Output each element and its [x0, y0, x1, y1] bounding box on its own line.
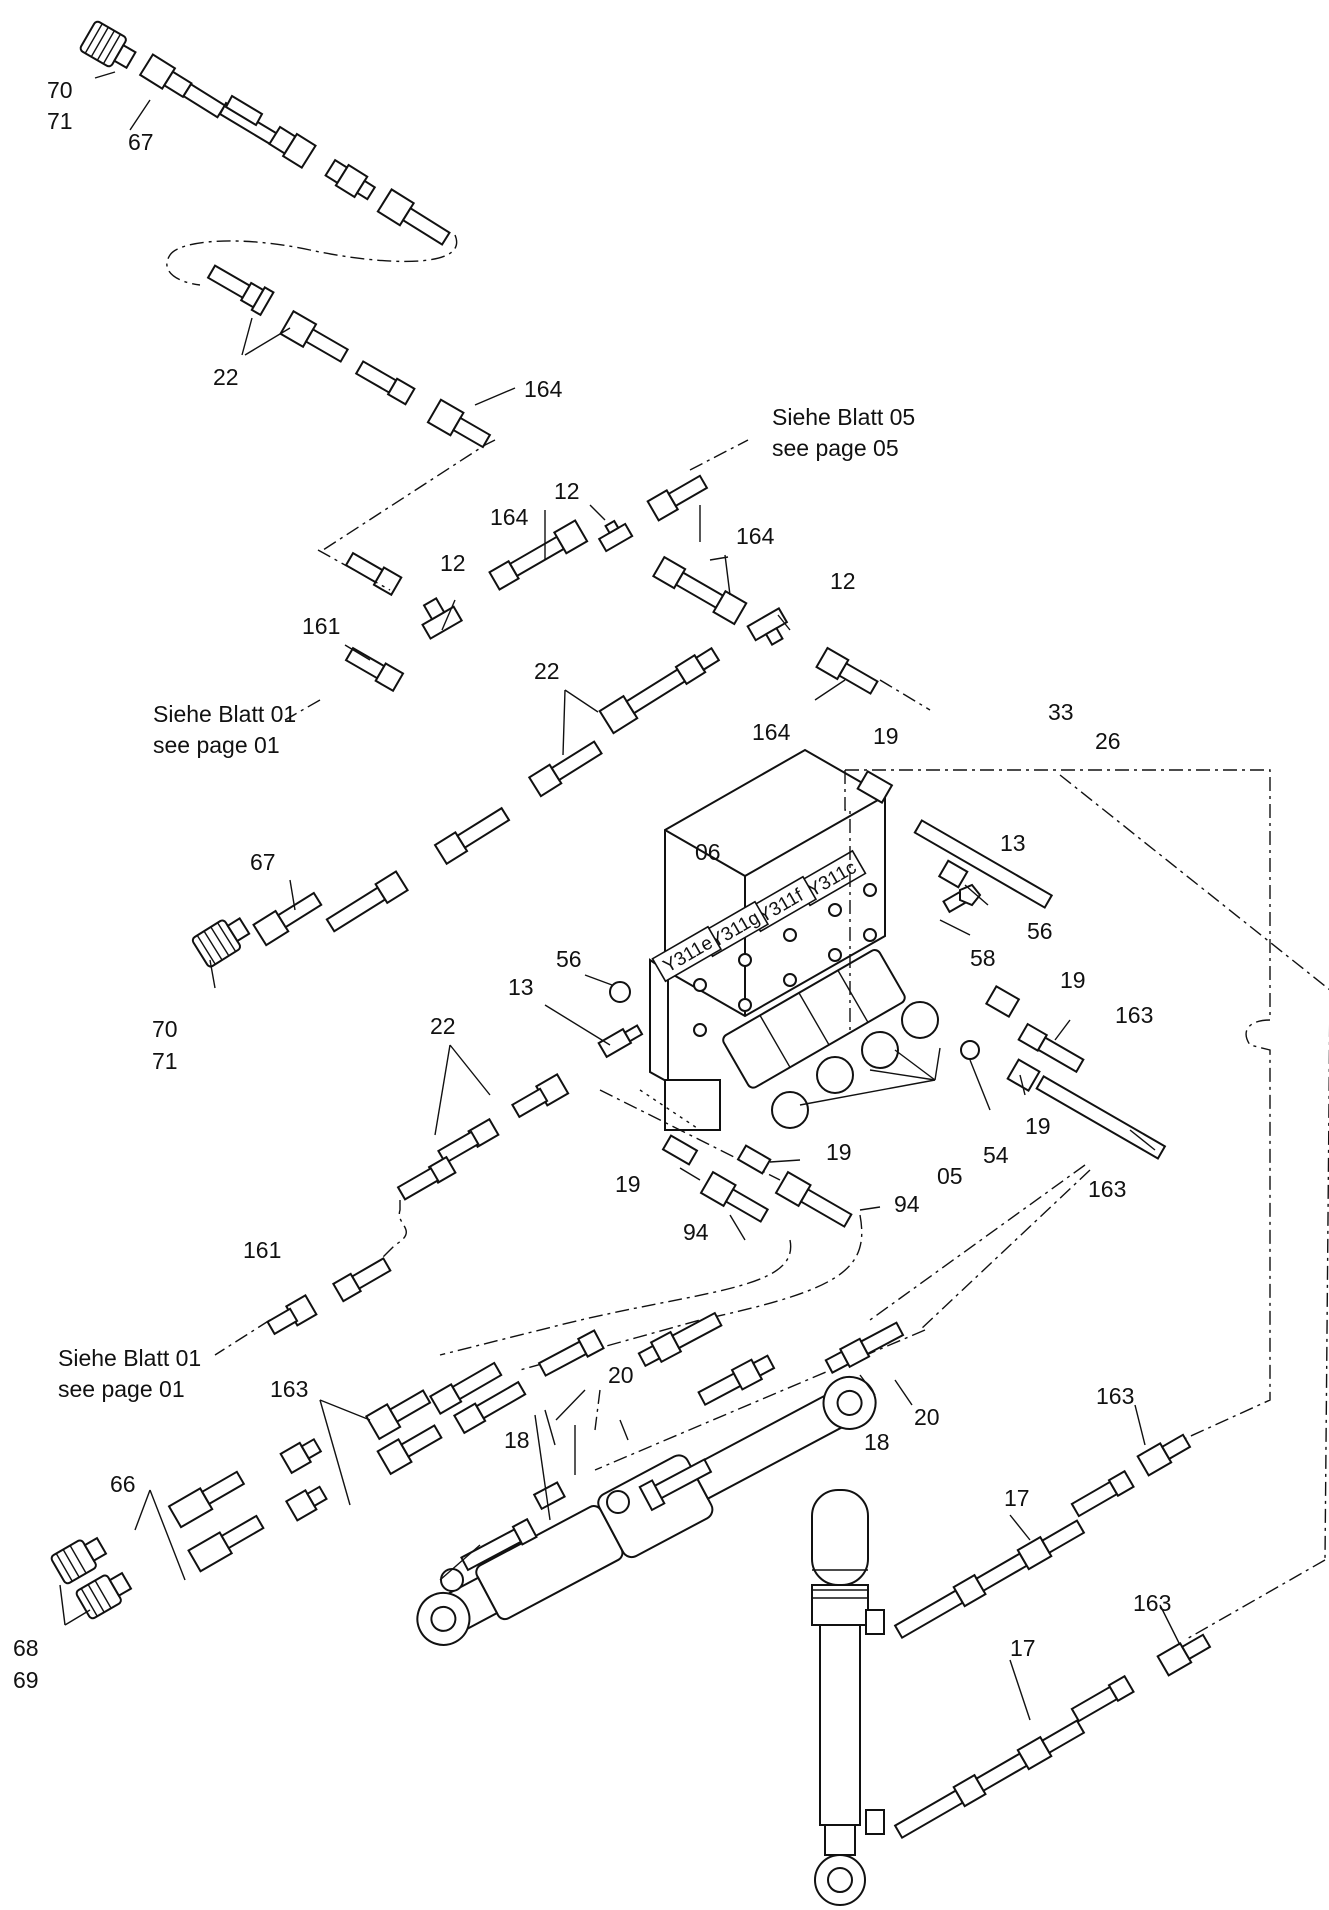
reference-notes: Siehe Blatt 05 see page 05 Siehe Blatt 0… [58, 404, 915, 1402]
callout-54: 54 [983, 1142, 1009, 1168]
callout-56b: 56 [556, 946, 582, 972]
fittings-19-94 [439, 1134, 881, 1371]
quick-coupling-69 [75, 1571, 133, 1620]
quick-coupling-mid [191, 916, 251, 968]
callout-161b: 161 [243, 1237, 281, 1263]
callout-56a: 56 [1027, 918, 1053, 944]
quick-coupling-top [79, 20, 137, 70]
valve-block [599, 748, 939, 1181]
callout-69: 69 [13, 1667, 39, 1693]
callout-164d: 164 [752, 719, 791, 745]
callout-19c: 19 [1025, 1113, 1051, 1139]
callout-13a: 13 [1000, 830, 1026, 856]
ref-blatt01b-de: Siehe Blatt 01 [58, 1345, 201, 1371]
ref-blatt01a-de: Siehe Blatt 01 [153, 701, 296, 727]
callout-06: 06 [695, 839, 721, 865]
callout-22a: 22 [213, 364, 239, 390]
callout-20a: 20 [608, 1362, 634, 1388]
callout-66: 66 [110, 1471, 136, 1497]
bottom-left-hoses [50, 1361, 527, 1626]
callout-20b: 20 [914, 1404, 940, 1430]
quick-coupling-68 [50, 1536, 108, 1585]
callout-26: 26 [1095, 728, 1121, 754]
horizontal-cylinder [416, 1311, 913, 1646]
callout-19e: 19 [615, 1171, 641, 1197]
top-hose-assembly [79, 20, 458, 286]
callout-68: 68 [13, 1635, 39, 1661]
ref-blatt01a-en: see page 01 [153, 732, 280, 758]
hose-22-67-center [191, 646, 721, 989]
ref-blatt05-en: see page 05 [772, 435, 899, 461]
callout-22b: 22 [534, 658, 560, 684]
callout-94b: 94 [683, 1219, 709, 1245]
hose-22-upper [206, 264, 516, 553]
callout-67b: 67 [250, 849, 276, 875]
port-holes [693, 883, 877, 1037]
ref-blatt05-de: Siehe Blatt 05 [772, 404, 915, 430]
callout-161a: 161 [302, 613, 340, 639]
callout-22c: 22 [430, 1013, 456, 1039]
hose-22-lower [214, 1004, 644, 1356]
callout-05: 05 [937, 1163, 963, 1189]
callout-70a: 70 [47, 77, 73, 103]
callout-164c: 164 [736, 523, 775, 549]
callout-17b: 17 [1010, 1635, 1036, 1661]
callout-94a: 94 [894, 1191, 920, 1217]
callout-164a: 164 [524, 376, 563, 402]
callout-12c: 12 [830, 568, 856, 594]
callout-labels: 70 71 67 22 164 12 164 164 12 12 161 22 … [13, 77, 1171, 1693]
vertical-cylinder [811, 1489, 885, 1906]
callout-19b: 19 [1060, 967, 1086, 993]
callout-12a: 12 [554, 478, 580, 504]
tee-fittings-center [284, 439, 931, 721]
callout-17a: 17 [1004, 1485, 1030, 1511]
valve-fittings [584, 769, 1167, 1160]
callout-12b: 12 [440, 550, 466, 576]
callout-71a: 71 [47, 108, 73, 134]
callout-163d: 163 [1096, 1383, 1134, 1409]
callout-19d: 19 [826, 1139, 852, 1165]
callout-19a: 19 [873, 723, 899, 749]
callout-33: 33 [1048, 699, 1074, 725]
callout-163a: 163 [1115, 1002, 1153, 1028]
callout-18b: 18 [864, 1429, 890, 1455]
hoses-17-163 [893, 1404, 1212, 1840]
callout-70b: 70 [152, 1016, 178, 1042]
callout-163b: 163 [1088, 1176, 1126, 1202]
callout-163e: 163 [1133, 1590, 1171, 1616]
callout-58: 58 [970, 945, 996, 971]
callout-164b: 164 [490, 504, 529, 530]
callout-13b: 13 [508, 974, 534, 1000]
callout-67a: 67 [128, 129, 154, 155]
ref-blatt01b-en: see page 01 [58, 1376, 185, 1402]
callout-163c: 163 [270, 1376, 308, 1402]
callout-18a: 18 [504, 1427, 530, 1453]
callout-71b: 71 [152, 1048, 178, 1074]
